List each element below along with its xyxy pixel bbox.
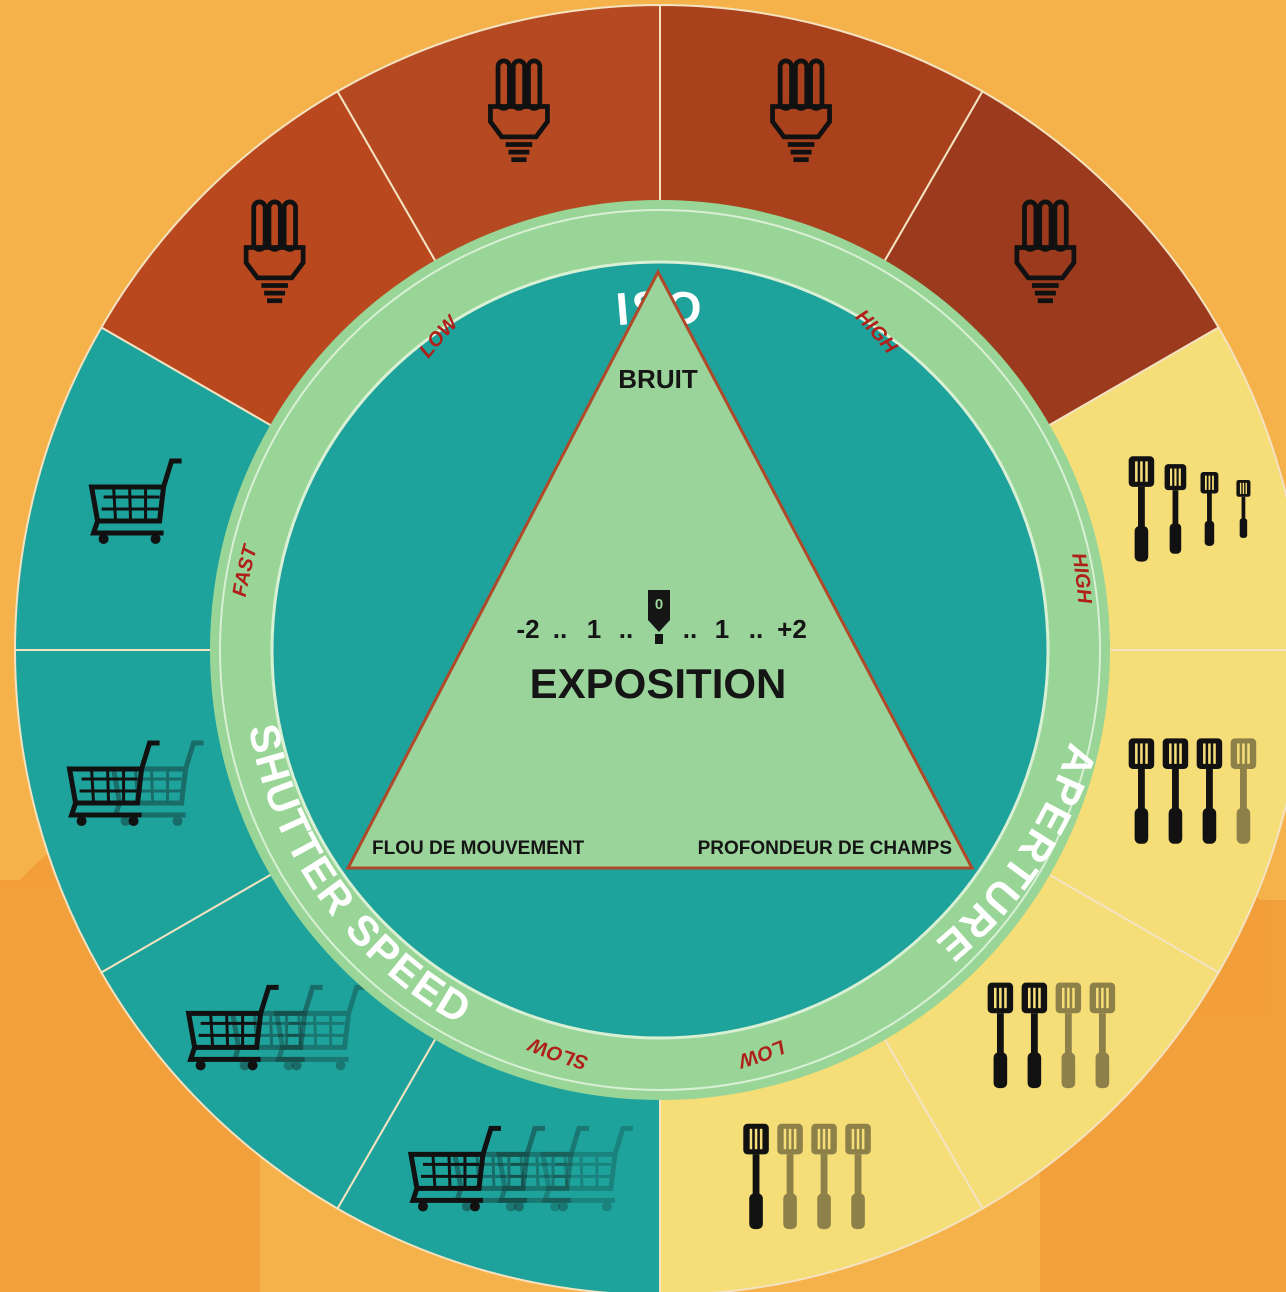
exposure-label: EXPOSITION <box>530 660 787 707</box>
svg-text:..: .. <box>553 614 567 644</box>
scale-minus-2: -2 <box>516 614 539 644</box>
scale-minus-1: 1 <box>587 614 601 644</box>
svg-text:..: .. <box>619 614 633 644</box>
svg-text:..: .. <box>749 614 763 644</box>
triangle-bottom-left-label: FLOU DE MOUVEMENT <box>372 838 585 859</box>
scale-plus-2: +2 <box>777 614 807 644</box>
scale-plus-1: 1 <box>715 614 729 644</box>
scale-marker-value: 0 <box>655 596 663 613</box>
triangle-bottom-right-label: PROFONDEUR DE CHAMPS <box>698 838 952 859</box>
triangle-top-label: BRUIT <box>618 364 698 394</box>
svg-text:..: .. <box>683 614 697 644</box>
